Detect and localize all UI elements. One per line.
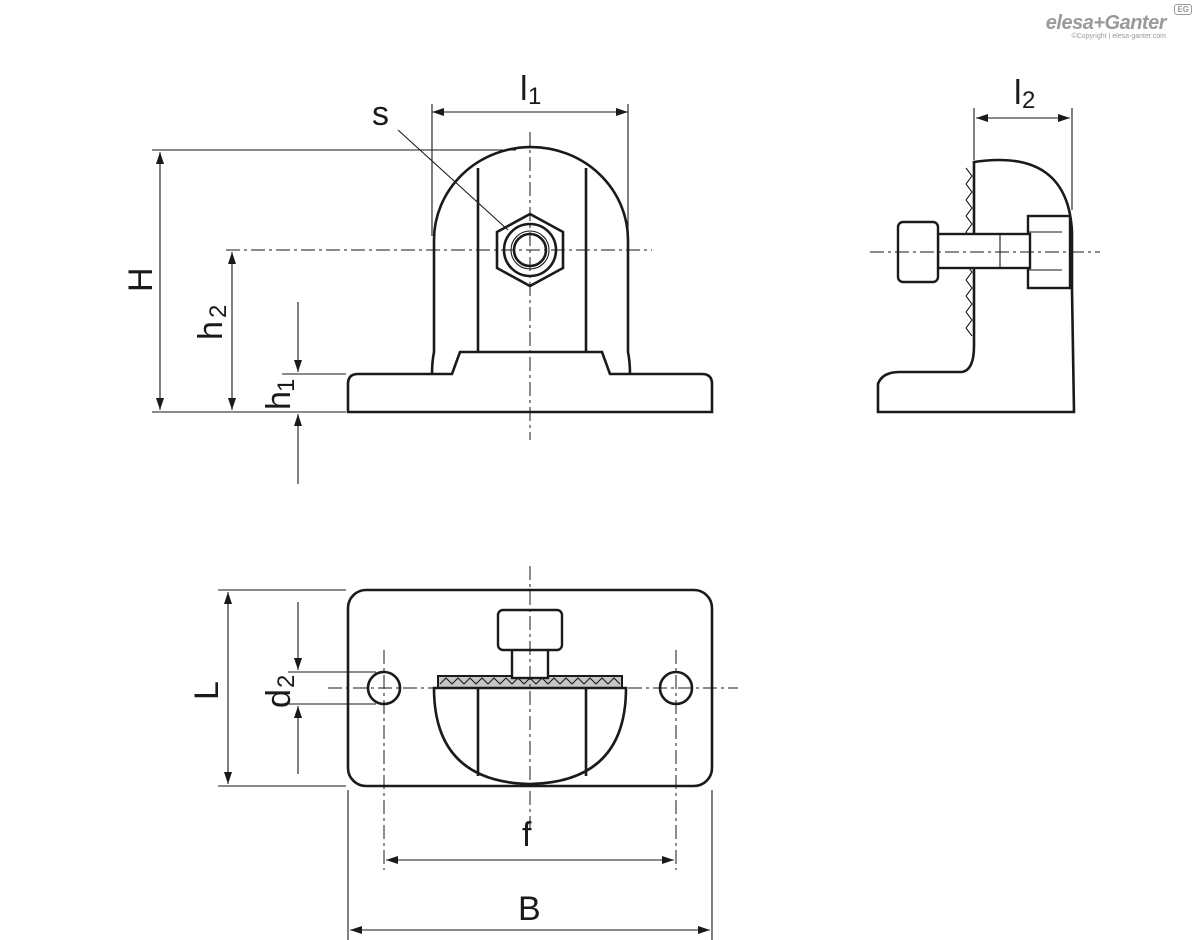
dim-label-d2: d <box>260 689 298 708</box>
top-view: L d 2 f B <box>188 566 738 940</box>
dim-label-L: L <box>188 681 226 700</box>
brand-badge: EG <box>1174 4 1192 15</box>
dim-label-s: s <box>372 95 389 133</box>
dim-label-l2-sub: 2 <box>1022 87 1035 114</box>
brand-copyright: ©Copyright | elesa-ganter.com <box>1071 33 1166 40</box>
dim-label-l1-sub: 1 <box>528 83 541 110</box>
brand-name: elesa+Ganter <box>1045 12 1167 34</box>
dim-label-f: f <box>522 816 532 854</box>
dim-label-h2: h <box>192 321 230 340</box>
front-view: s l 1 H h 2 h 1 <box>122 70 714 484</box>
side-section <box>876 158 1076 414</box>
brand-logo: elesa+Ganter EG ©Copyright | elesa-gante… <box>1045 4 1192 40</box>
dim-label-h1-sub: 1 <box>273 379 300 392</box>
dim-label-B: B <box>518 890 541 928</box>
dim-label-l2: l <box>1014 74 1022 112</box>
side-view: l 2 <box>870 74 1100 414</box>
front-base <box>346 350 714 414</box>
dim-label-d2-sub: 2 <box>273 675 300 688</box>
dim-label-h1: h <box>260 391 298 410</box>
dim-label-l1: l <box>520 70 528 108</box>
dim-label-H: H <box>122 267 160 292</box>
dim-label-h2-sub: 2 <box>205 305 232 318</box>
front-upright <box>430 145 632 375</box>
